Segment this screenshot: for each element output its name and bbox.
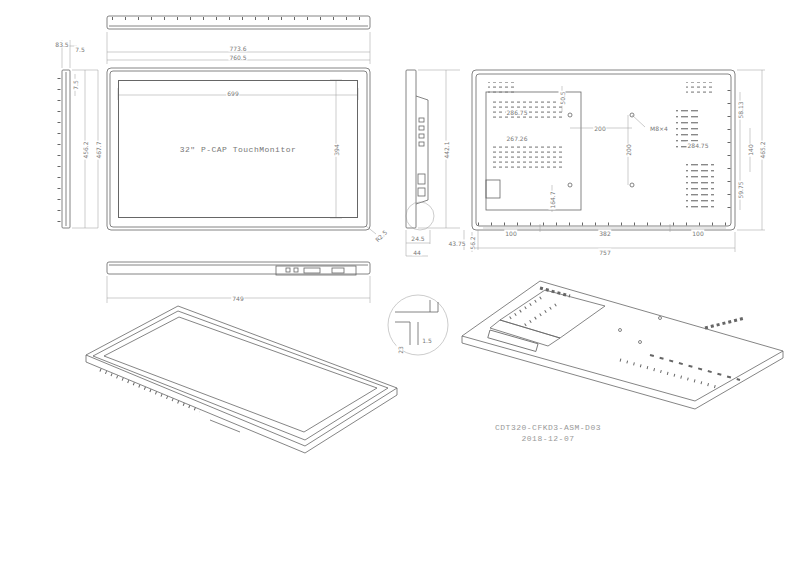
dimension-label: 394 <box>333 143 340 156</box>
product-title: 32" P-CAP TouchMonitor <box>180 145 297 154</box>
dimension-label: 456.2 <box>82 140 89 159</box>
dimension-label: 465.2 <box>759 140 766 159</box>
dimension-label: 44 <box>412 249 422 256</box>
dimension-label: M8×4 <box>649 125 669 132</box>
dimension-label: 43.75 <box>447 240 466 247</box>
dimension-label: 467.7 <box>95 140 102 159</box>
dimension-label: 284.75 <box>687 142 710 149</box>
dimension-label: 749 <box>231 295 244 302</box>
dimension-label: R2.5 <box>373 228 389 244</box>
screen-area: 32" P-CAP TouchMonitor <box>118 80 358 218</box>
dimension-label: 757 <box>598 249 611 256</box>
dimension-label: 200 <box>593 125 606 132</box>
drawing-number: CDT320-CFKD3-ASM-D03 <box>494 423 602 432</box>
dimension-label: 773.6 <box>228 45 247 52</box>
dimension-label: 56.2 <box>469 235 476 250</box>
dimension-label: 23 <box>397 345 404 355</box>
dimension-label: 267.26 <box>506 135 529 142</box>
dimension-label: 24.5 <box>410 235 425 242</box>
dimension-label: 7.5 <box>72 79 79 91</box>
dimension-label: 200 <box>625 143 632 156</box>
dimension-label: 100 <box>504 230 517 237</box>
dimension-label: 58.13 <box>737 100 744 119</box>
dimension-label: 442.1 <box>443 140 450 159</box>
drawing-number: 2018-12-07 <box>520 434 575 443</box>
dimension-label: 164.7 <box>549 190 556 209</box>
dimension-label: 100 <box>691 230 704 237</box>
dimension-label: 382 <box>598 230 611 237</box>
dimension-label: 50.5 <box>559 90 566 105</box>
dimension-label: 699 <box>226 90 239 97</box>
dimension-label: 286.75 <box>506 109 529 116</box>
dimension-label: 59.75 <box>737 180 744 199</box>
dimension-label: 83.5 <box>54 41 69 48</box>
dimension-label: 1.5 <box>421 337 433 344</box>
dimension-label: 760.5 <box>228 54 247 61</box>
dimension-label: 140 <box>747 143 754 156</box>
dimension-label: 7.5 <box>74 46 86 53</box>
